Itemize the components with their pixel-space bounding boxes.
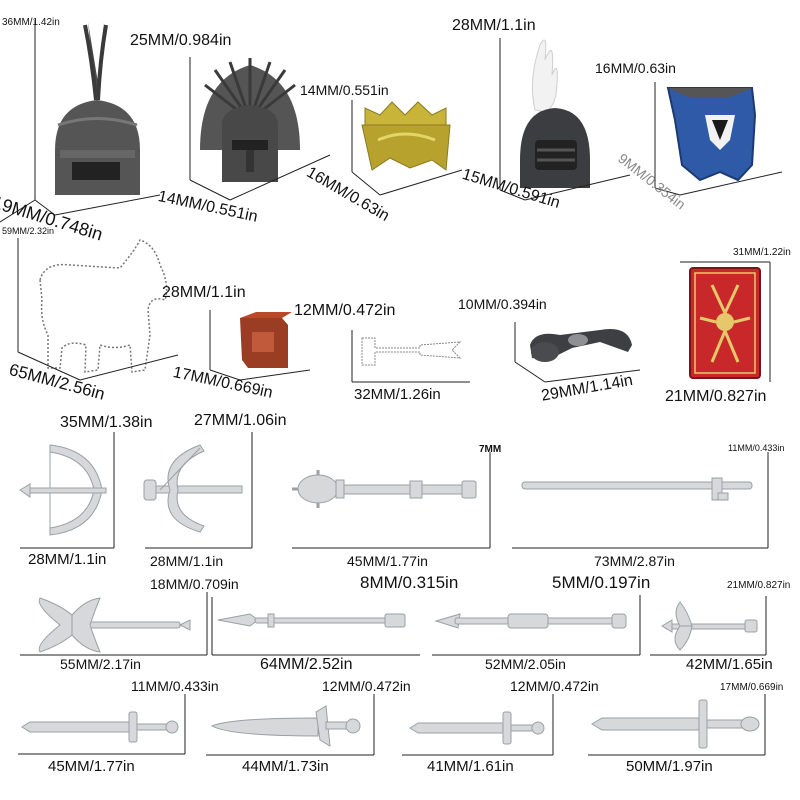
mace-icon (292, 470, 477, 508)
flag-width-label: 32MM/1.26in (354, 386, 441, 403)
sword-4-height-label: 17MM/0.669in (720, 682, 784, 693)
helmet-1-height-label: 36MM/1.42in (2, 17, 60, 28)
sword-4-icon (591, 699, 760, 749)
crossbow-icon (143, 444, 243, 533)
roman-shield-icon (689, 267, 761, 379)
sword-4-dimension-lines (588, 694, 766, 756)
plumed-helmet-icon (520, 39, 590, 188)
staff-width-label: 73MM/2.87in (594, 553, 675, 569)
horse-outline-icon (39, 239, 168, 373)
lance-icon (434, 613, 627, 629)
flag-dimension-lines (351, 330, 470, 383)
flag-height-label: 12MM/0.472in (294, 302, 396, 319)
mace-dimension-lines (292, 452, 491, 549)
crested-helmet-dimension-lines (189, 57, 331, 201)
sword-1-height-label: 11MM/0.433in (131, 678, 219, 694)
spear-width-label: 64MM/2.52in (260, 656, 353, 673)
lance-dimension-lines (432, 595, 641, 656)
crossbow-height-label: 27MM/1.06in (194, 412, 287, 429)
breastplate-dimension-lines (654, 82, 783, 196)
sword-3-width-label: 41MM/1.61in (427, 758, 514, 775)
halberd-height-label: 21MM/0.827in (727, 580, 791, 591)
roman-shield-width-label: 21MM/0.827in (665, 388, 767, 405)
horse-dimension-lines (17, 238, 179, 381)
plumed-helmet-dimension-lines (499, 38, 631, 201)
crossbow-dimension-lines (145, 432, 253, 549)
winged-helmet-dimension-lines (0, 20, 161, 223)
sword-3-icon (409, 711, 545, 745)
saddle-clip-height-label: 10MM/0.394in (458, 296, 547, 312)
sword-2-dimension-lines (206, 694, 375, 756)
helmet-2-height-label: 25MM/0.984in (130, 32, 232, 49)
sword-4-width-label: 50MM/1.97in (626, 758, 713, 775)
winged-helmet-icon (55, 22, 140, 195)
bow-height-label: 35MM/1.38in (60, 414, 153, 431)
halberd-width-label: 42MM/1.65in (686, 656, 773, 673)
spear-height-label: 8MM/0.315in (360, 573, 459, 592)
saddle-clip-dimension-lines (514, 322, 641, 383)
bracket-height-label: 28MM/1.1in (162, 284, 246, 301)
lance-height-label: 5MM/0.197in (552, 573, 651, 592)
double-axe-width-label: 55MM/2.17in (60, 656, 141, 672)
staff-height-label: 11MM/0.433in (728, 443, 785, 453)
sword-3-dimension-lines (402, 694, 554, 756)
crown-icon (361, 101, 451, 171)
staff-dimension-lines (512, 452, 769, 549)
lance-width-label: 52MM/2.05in (485, 656, 566, 672)
halberd-dimension-lines (650, 596, 767, 656)
bow-dimension-lines (20, 432, 115, 549)
crown-dimension-lines (351, 100, 463, 196)
spear-icon (217, 613, 406, 628)
spear-dimension-lines (211, 597, 420, 656)
sword-1-width-label: 45MM/1.77in (48, 758, 135, 775)
flag-outline-icon (361, 337, 462, 366)
sword-2-icon (210, 705, 361, 747)
mace-width-label: 45MM/1.77in (347, 553, 428, 569)
horse-height-label: 59MM/2.32in (2, 226, 55, 236)
double-axe-height-label: 18MM/0.709in (150, 576, 239, 592)
sword-2-height-label: 12MM/0.472in (322, 678, 411, 694)
halberd-icon (661, 601, 758, 651)
brown-bracket-icon (240, 312, 292, 368)
crown-height-label: 14MM/0.551in (300, 82, 389, 98)
bracket-dimension-lines (209, 310, 311, 381)
crossbow-width-label: 28MM/1.1in (150, 553, 224, 569)
double-axe-icon (38, 597, 191, 653)
double-axe-dimension-lines (20, 592, 208, 656)
helmet-4-height-label: 28MM/1.1in (452, 17, 536, 34)
saddle-clip-icon (530, 329, 632, 362)
sword-1-dimension-lines (18, 694, 186, 755)
crested-helmet-icon (200, 58, 300, 182)
roman-shield-dimension-lines (680, 261, 771, 382)
breastplate-height-label: 16MM/0.63in (595, 60, 676, 76)
bow-width-label: 28MM/1.1in (28, 551, 107, 568)
sword-1-icon (21, 711, 179, 743)
sword-3-height-label: 12MM/0.472in (510, 678, 599, 694)
bow-icon (19, 444, 107, 536)
staff-icon (521, 477, 753, 501)
breastplate-icon (666, 87, 757, 182)
roman-shield-height-label: 31MM/1.22in (733, 247, 791, 258)
mace-height-label: 7MM (479, 444, 502, 455)
sword-2-width-label: 44MM/1.73in (242, 758, 329, 775)
